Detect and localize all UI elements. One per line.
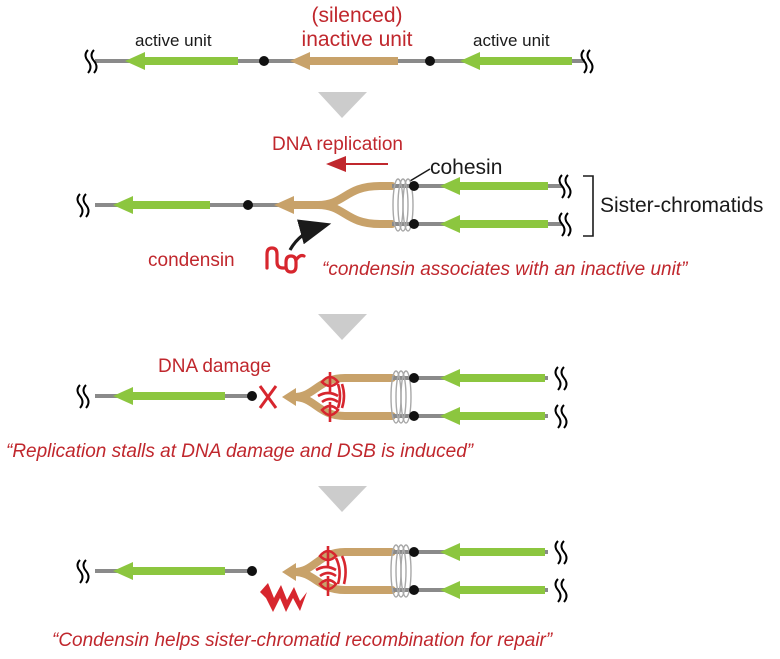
condensin-complex-icon xyxy=(317,372,346,422)
chromosome-continues-icon xyxy=(554,540,568,565)
stalled-fork-arrowhead xyxy=(282,388,296,406)
active-unit-arrowhead xyxy=(113,562,133,580)
step-arrow-icon xyxy=(318,92,367,118)
cohesin-ring-icon xyxy=(392,178,414,232)
boundary-dot xyxy=(409,411,419,421)
condensin-icon xyxy=(265,246,306,274)
step-arrow-icon xyxy=(318,314,367,340)
boundary-dot xyxy=(259,56,269,66)
label-cohesin: cohesin xyxy=(430,156,502,179)
active-unit-arrowhead xyxy=(440,581,460,599)
sister-bottom-inactive xyxy=(314,201,396,228)
sister-bracket xyxy=(583,175,594,237)
active-unit-arrowhead xyxy=(440,369,460,387)
step-4-repair: “Condensin helps sister-chromatid recomb… xyxy=(52,540,568,651)
chromosome-continues-icon xyxy=(76,193,90,218)
quote-step-4: “Condensin helps sister-chromatid recomb… xyxy=(52,630,554,651)
boundary-dot xyxy=(409,181,419,191)
chromosome-continues-icon xyxy=(84,49,98,74)
sister-top-inactive xyxy=(314,182,396,209)
quote-step-2: “condensin associates with an inactive u… xyxy=(322,259,689,280)
chromosome-continues-icon xyxy=(554,404,568,429)
boundary-dot xyxy=(409,547,419,557)
active-unit-arrowhead xyxy=(113,196,133,214)
cohesin-pointer xyxy=(409,168,431,182)
chromosome-continues-icon xyxy=(554,366,568,391)
step-3-dna-damage: DNA damage “Rep xyxy=(6,356,568,462)
condensin-complex-icon xyxy=(315,546,347,596)
step-1-chromatin: active unit (silenced) inactive unit act… xyxy=(84,4,594,74)
boundary-dot xyxy=(409,373,419,383)
quote-step-3: “Replication stalls at DNA damage and DS… xyxy=(6,441,475,462)
step-2-replication: DNA replication cohesin xyxy=(76,134,763,280)
cohesin-ring-icon xyxy=(390,370,412,424)
chromosome-continues-icon xyxy=(554,578,568,603)
active-unit-arrowhead xyxy=(440,407,460,425)
active-unit-right-arrowhead xyxy=(460,52,480,70)
boundary-dot xyxy=(247,391,257,401)
dsb-broken-end-icon xyxy=(260,583,307,612)
inactive-unit-arrowhead xyxy=(290,52,310,70)
label-condensin: condensin xyxy=(148,250,235,271)
boundary-dot xyxy=(247,566,257,576)
step-arrow-icon xyxy=(318,486,367,512)
chromosome-continues-icon xyxy=(76,559,90,584)
boundary-dot xyxy=(243,200,253,210)
inactive-unit-arrowhead xyxy=(274,196,294,214)
cohesin-ring-icon xyxy=(390,544,412,598)
chromosome-continues-icon xyxy=(558,212,572,237)
label-inactive-unit: inactive unit xyxy=(302,28,413,51)
label-dna-replication: DNA replication xyxy=(272,134,403,155)
active-unit-arrowhead xyxy=(440,215,460,233)
active-unit-arrowhead xyxy=(113,387,133,405)
sister-bottom-inactive xyxy=(290,393,396,420)
chromosome-continues-icon xyxy=(558,174,572,199)
active-unit-arrowhead xyxy=(440,543,460,561)
active-unit-arrowhead xyxy=(440,177,460,195)
fork-arrowhead xyxy=(282,563,296,581)
label-active-unit-left: active unit xyxy=(135,31,212,50)
dna-damage-x-icon xyxy=(258,385,278,409)
label-silenced: (silenced) xyxy=(311,4,402,27)
boundary-dot xyxy=(409,585,419,595)
boundary-dot xyxy=(409,219,419,229)
active-unit-left-arrowhead xyxy=(125,52,145,70)
sister-bottom-inactive xyxy=(290,568,396,594)
chromosome-continues-icon xyxy=(76,384,90,409)
association-arrow xyxy=(288,219,332,251)
chromosome-continues-icon xyxy=(580,49,594,74)
boundary-dot xyxy=(425,56,435,66)
label-dna-damage: DNA damage xyxy=(158,356,271,377)
label-active-unit-right: active unit xyxy=(473,31,550,50)
label-sister-chromatids: Sister-chromatids xyxy=(600,194,763,217)
